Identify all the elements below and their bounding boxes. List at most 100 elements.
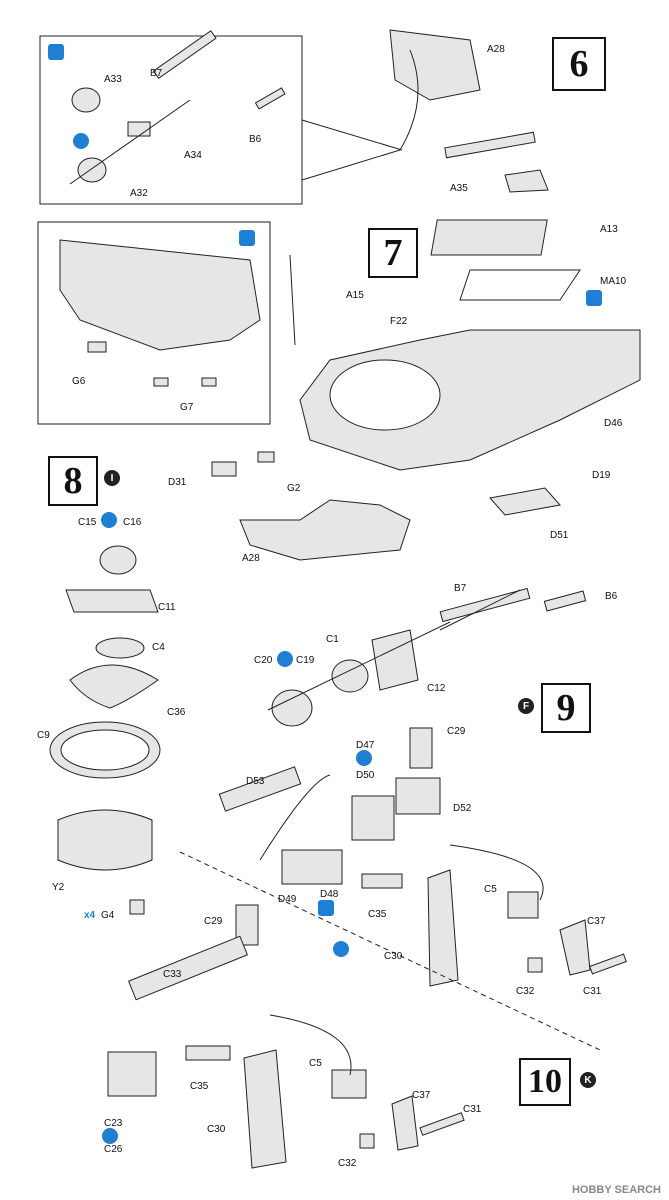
part-d53 [218,766,302,812]
part-c4 [95,637,145,659]
label-c4: C4 [152,642,165,653]
label-c20: C20 [254,655,273,666]
label-d48: D48 [320,889,339,900]
part-c15 [99,545,137,575]
label-d49: D49 [278,894,297,905]
part-c30 [427,869,459,987]
label-c31: C31 [583,986,602,997]
part-c5 [507,891,539,919]
part-c33 [127,935,249,1001]
label-c5-step10: C5 [309,1058,322,1069]
part-b6 [254,87,286,110]
label-g4: G4 [101,910,115,921]
part-a35-gun [444,131,536,159]
part-a34 [127,121,151,137]
part-a28-lower [239,499,411,561]
part-d52 [395,777,441,815]
part-c37 [559,919,591,976]
glue-icon [48,44,64,60]
label-c30: C30 [384,951,403,962]
label-ma10: MA10 [600,276,627,287]
label-d46: D46 [604,418,623,429]
label-a33: A33 [104,74,122,85]
badge-k-icon: K [580,1072,596,1088]
part-c37-step10 [391,1095,419,1151]
rotate-icon [333,941,349,957]
label-d53: D53 [246,776,265,787]
label-d52: D52 [453,803,472,814]
label-d19: D19 [592,470,611,481]
part-g6 [87,341,107,353]
step-number-8: 8 [48,456,98,506]
label-c37: C37 [587,916,606,927]
glue-icon [239,230,255,246]
label-g6: G6 [72,376,86,387]
part-a28-top [389,29,481,101]
part-c20 [271,689,313,727]
part-c31-step10 [419,1112,465,1136]
label-c5: C5 [484,884,497,895]
watermark: HOBBY SEARCH [571,1184,661,1196]
part-d51 [489,487,561,516]
part-c32 [527,957,543,973]
label-c11: C11 [158,602,176,613]
part-c35 [361,873,403,889]
part-g2 [257,451,275,463]
label-c12: C12 [427,683,446,694]
part-a13 [430,219,548,256]
part-ma10 [459,269,581,301]
label-c29: C29 [447,726,466,737]
label-c32: C32 [516,986,535,997]
label-d31: D31 [168,477,187,488]
part-c31 [589,953,627,975]
label-b6: B6 [249,134,262,145]
part-a33 [71,87,101,113]
badge-f-icon: F [518,698,534,714]
label-c33: C33 [163,969,182,980]
label-c9: C9 [37,730,50,741]
label-c15: C15 [78,517,97,528]
part-y2 [57,809,153,871]
part-b7-barrel [152,30,217,80]
label-c32-step10: C32 [338,1158,357,1169]
part-d50 [351,795,395,841]
part-c35-step10 [185,1045,231,1061]
label-c35-step10: C35 [190,1081,209,1092]
part-c5-step10 [331,1069,367,1099]
part-c36 [69,664,159,709]
label-x4: x4 [84,910,96,921]
do-not-glue-icon [318,900,334,916]
rotate-icon [277,651,293,667]
rotate-icon [101,512,117,528]
label-a35: A35 [450,183,468,194]
label-c35: C35 [368,909,387,920]
part-g7a [153,377,169,387]
label-a13: A13 [600,224,618,235]
rotate-icon [102,1128,118,1144]
part-c11 [65,589,159,613]
label-c30-step10: C30 [207,1124,226,1135]
part-c30-step10 [243,1049,287,1169]
badge-i-icon: I [104,470,120,486]
label-a28-lower: A28 [242,553,260,564]
label-b7-step9: B7 [454,583,467,594]
step-number-6: 6 [552,37,606,91]
part-c32-step10 [359,1133,375,1149]
label-g7: G7 [180,402,194,413]
label-c1: C1 [326,634,339,645]
paint-drop-icon [586,290,602,306]
part-g7b [201,377,217,387]
part-c29 [409,727,433,769]
label-c36: C36 [167,707,186,718]
label-c19: C19 [296,655,315,666]
label-c23: C23 [104,1118,123,1129]
step-number-7: 7 [368,228,418,278]
label-f22: F22 [390,316,408,327]
part-g4 [129,899,145,915]
label-a15: A15 [346,290,364,301]
label-c26: C26 [104,1144,123,1155]
part-d49 [281,849,343,885]
label-y2: Y2 [52,882,65,893]
step-number-10: 10 [519,1058,571,1106]
step7-inset-frame [37,221,271,425]
